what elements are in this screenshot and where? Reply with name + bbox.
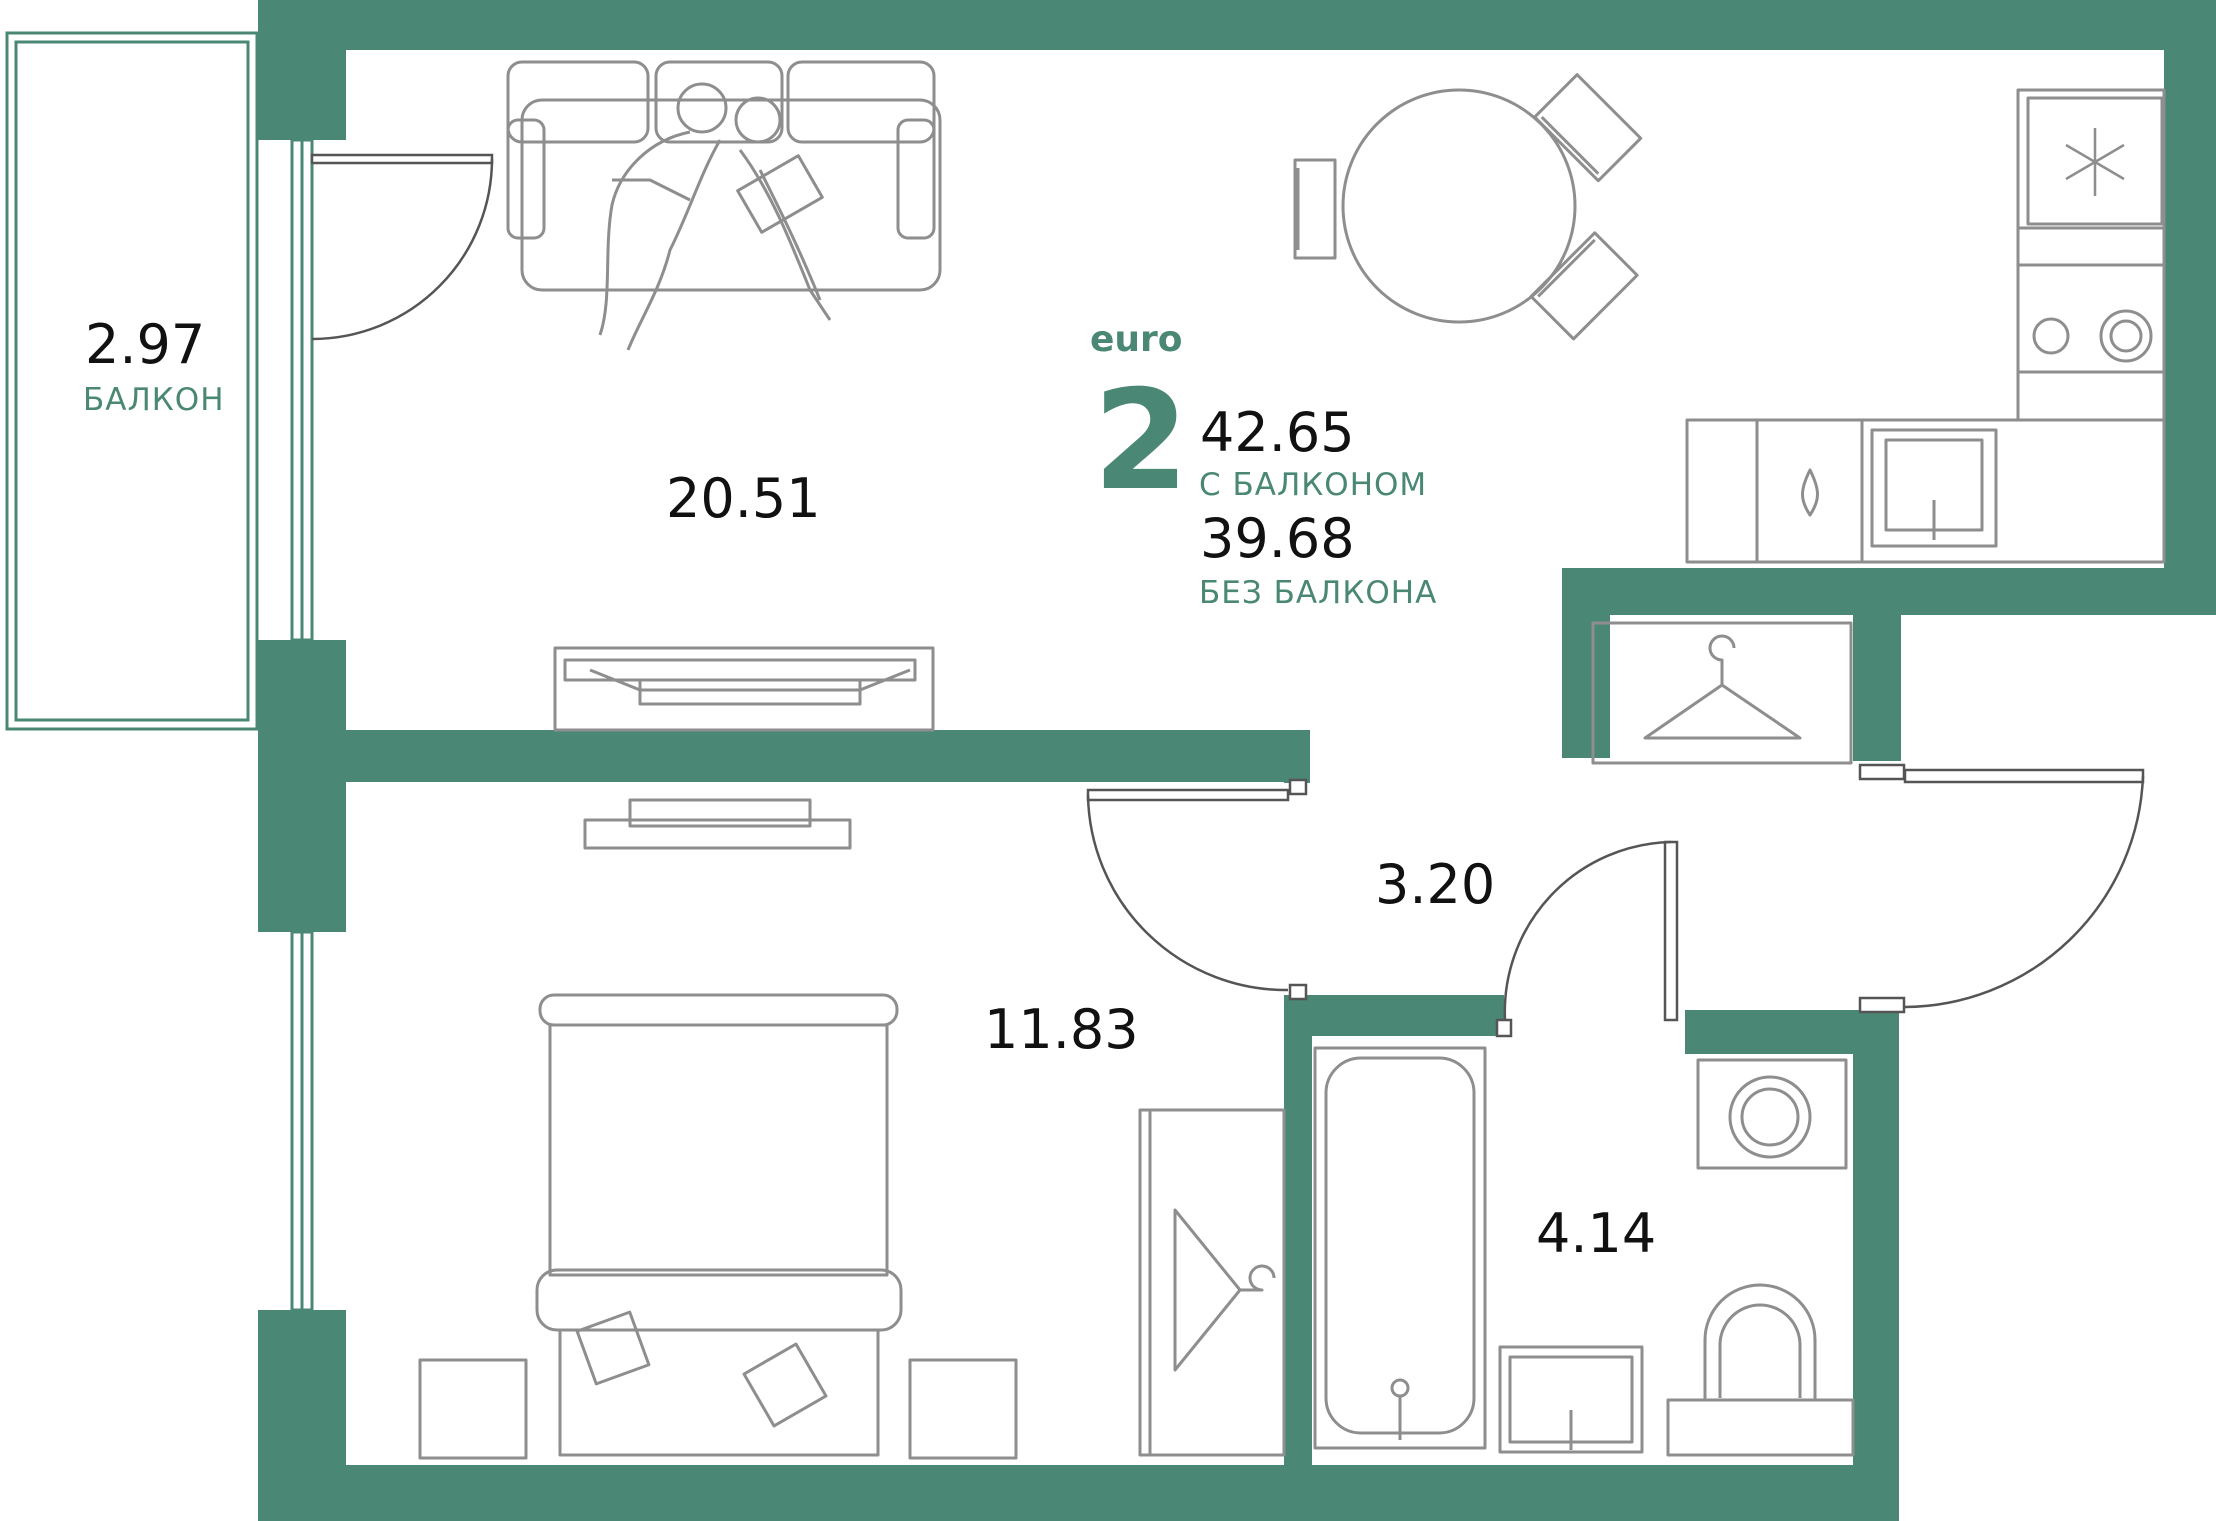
total-area-note: С БАЛКОНОМ	[1199, 467, 1428, 503]
living-area-note: БЕЗ БАЛКОНА	[1199, 575, 1438, 611]
bedroom-area: 11.83	[984, 998, 1139, 1061]
room-count: 2	[1093, 360, 1190, 521]
doors	[310, 153, 2145, 1038]
furniture	[418, 60, 2166, 1460]
walls	[258, 0, 2216, 1521]
apartment-class: euro	[1090, 319, 1183, 360]
living-room-area: 20.51	[666, 467, 821, 530]
bathroom-area: 4.14	[1536, 1202, 1657, 1265]
hall-area: 3.20	[1375, 853, 1496, 916]
balcony-area: 2.97	[85, 313, 206, 376]
total-area: 42.65	[1200, 401, 1355, 464]
balcony-label: БАЛКОН	[83, 382, 225, 418]
balcony-outline	[5, 31, 259, 731]
living-area: 39.68	[1200, 507, 1355, 570]
windows	[290, 138, 314, 1312]
